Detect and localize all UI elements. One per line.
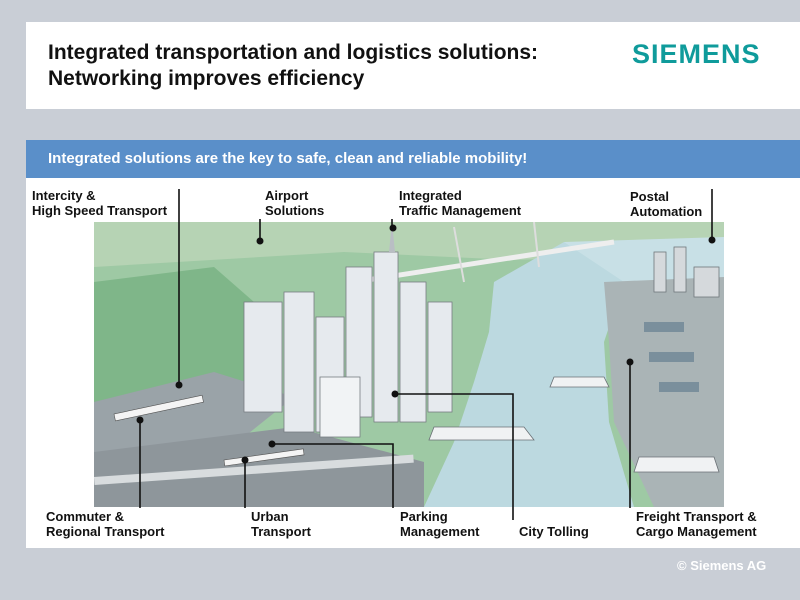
label-postal: Postal Automation	[630, 189, 702, 219]
label-parking-line1: Parking	[400, 509, 448, 524]
label-intercity-line1: Intercity &	[32, 188, 96, 203]
label-freight-line1: Freight Transport &	[636, 509, 757, 524]
label-freight: Freight Transport & Cargo Management	[636, 509, 757, 539]
label-traffic: Integrated Traffic Management	[399, 188, 521, 218]
label-commuter: Commuter & Regional Transport	[46, 509, 164, 539]
title-area: Integrated transportation and logistics …	[26, 22, 800, 109]
label-airport-line2: Solutions	[265, 203, 325, 218]
label-urban: Urban Transport	[251, 509, 311, 539]
label-commuter-line2: Regional Transport	[46, 524, 165, 539]
label-urban-line2: Transport	[251, 524, 311, 539]
label-intercity: Intercity & High Speed Transport	[32, 188, 167, 218]
label-traffic-line2: Traffic Management	[399, 203, 522, 218]
slide-title-line1: Integrated transportation and logistics …	[48, 41, 539, 64]
slide-title-line2: Networking improves efficiency	[48, 67, 365, 90]
label-urban-line1: Urban	[251, 509, 289, 524]
banner-text: Integrated solutions are the key to safe…	[48, 150, 528, 167]
label-freight-line2: Cargo Management	[636, 524, 757, 539]
label-postal-line2: Automation	[630, 204, 703, 219]
copyright: © Siemens AG	[677, 558, 767, 573]
label-tolling: City Tolling	[519, 524, 589, 539]
headline-banner: Integrated solutions are the key to safe…	[26, 140, 800, 178]
label-parking-line2: Management	[400, 524, 480, 539]
label-traffic-line1: Integrated	[399, 188, 462, 203]
label-postal-line1: Postal	[630, 189, 670, 204]
label-airport: Airport Solutions	[265, 188, 324, 218]
siemens-logo: SIEMENS	[632, 39, 761, 69]
label-parking: Parking Management	[400, 509, 479, 539]
label-commuter-line1: Commuter &	[46, 509, 125, 524]
label-intercity-line2: High Speed Transport	[32, 203, 168, 218]
label-airport-line1: Airport	[265, 188, 309, 203]
